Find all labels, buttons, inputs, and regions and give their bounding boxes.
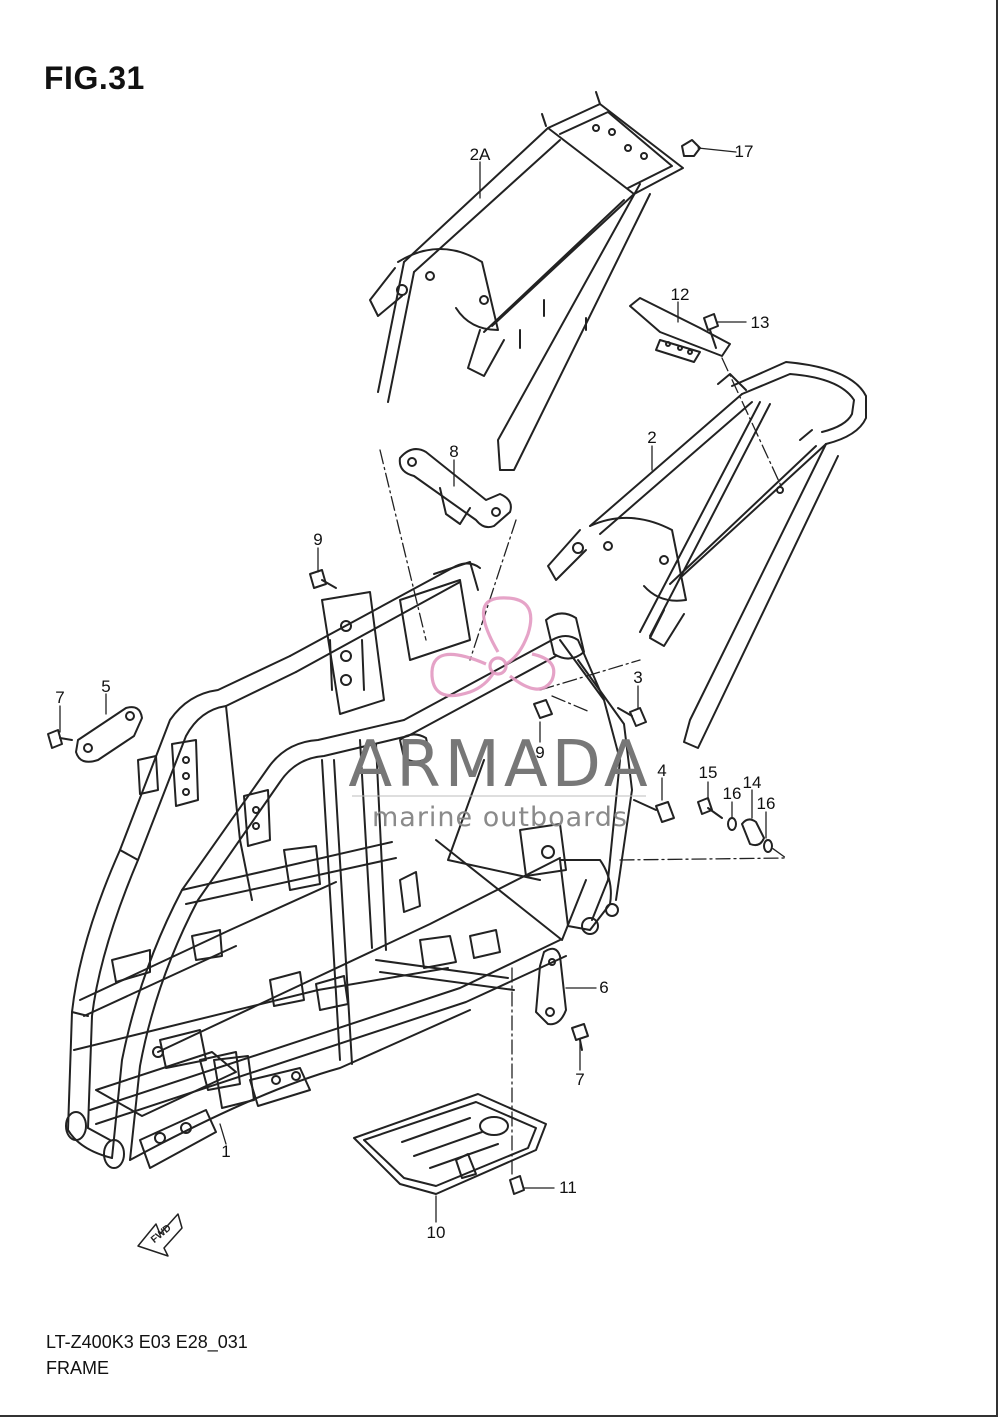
callout-2: 2 bbox=[647, 428, 656, 447]
figure-title: FIG.31 bbox=[44, 60, 145, 96]
part-bolt-11[interactable] bbox=[509, 1175, 525, 1195]
part-main-frame-1[interactable] bbox=[65, 561, 633, 1169]
callout-16-right: 16 bbox=[757, 794, 776, 813]
callout-6: 6 bbox=[599, 978, 608, 997]
callout-1: 1 bbox=[221, 1142, 230, 1161]
model-code: LT-Z400K3 E03 E28_031 bbox=[46, 1332, 248, 1352]
part-bolt-9-upper[interactable] bbox=[309, 569, 337, 589]
callout-10: 10 bbox=[427, 1223, 446, 1242]
watermark-brand: ARMADA bbox=[348, 728, 651, 802]
callout-labels: 1 2 2A 3 4 5 6 7 7 8 9 9 10 11 12 13 14 … bbox=[55, 142, 775, 1242]
part-bolt-3[interactable] bbox=[617, 707, 647, 727]
callout-13: 13 bbox=[751, 313, 770, 332]
watermark-logo-icon bbox=[430, 596, 556, 698]
part-bolt-9-middle[interactable] bbox=[533, 699, 553, 719]
callout-9-upper: 9 bbox=[313, 530, 322, 549]
part-rear-subframe-2a[interactable] bbox=[369, 91, 684, 471]
leader-lines bbox=[59, 147, 787, 1223]
part-bolt-7-left[interactable] bbox=[47, 729, 73, 749]
callout-2a: 2A bbox=[470, 145, 491, 164]
callout-15: 15 bbox=[699, 763, 718, 782]
callout-7-right: 7 bbox=[575, 1070, 584, 1089]
fwd-arrow-icon bbox=[137, 1213, 183, 1257]
callout-8: 8 bbox=[449, 442, 458, 461]
callout-12: 12 bbox=[671, 285, 690, 304]
callout-4: 4 bbox=[657, 761, 666, 780]
part-bushing-14[interactable] bbox=[741, 818, 765, 847]
callout-14: 14 bbox=[743, 773, 762, 792]
part-bolt-15[interactable] bbox=[697, 797, 723, 819]
part-nut-17[interactable] bbox=[681, 139, 701, 157]
part-washer-16-right[interactable] bbox=[763, 839, 773, 853]
part-bolt-13[interactable] bbox=[703, 313, 719, 349]
callout-17: 17 bbox=[735, 142, 754, 161]
part-bracket-8[interactable] bbox=[398, 448, 512, 529]
part-skid-plate-10[interactable] bbox=[353, 1093, 547, 1195]
callout-16-left: 16 bbox=[723, 784, 742, 803]
callout-7-left: 7 bbox=[55, 688, 64, 707]
part-bolt-4[interactable] bbox=[633, 799, 675, 823]
callout-3: 3 bbox=[633, 668, 642, 687]
watermark-tagline: marine outboards bbox=[372, 802, 628, 833]
callout-5: 5 bbox=[101, 677, 110, 696]
part-bracket-12[interactable] bbox=[629, 297, 731, 363]
callout-11: 11 bbox=[559, 1178, 577, 1197]
section-name: FRAME bbox=[46, 1358, 109, 1378]
callout-9-middle: 9 bbox=[535, 743, 544, 762]
part-bracket-5[interactable] bbox=[75, 706, 143, 763]
part-bracket-6[interactable] bbox=[535, 947, 567, 1026]
part-washer-16-left[interactable] bbox=[727, 817, 737, 831]
